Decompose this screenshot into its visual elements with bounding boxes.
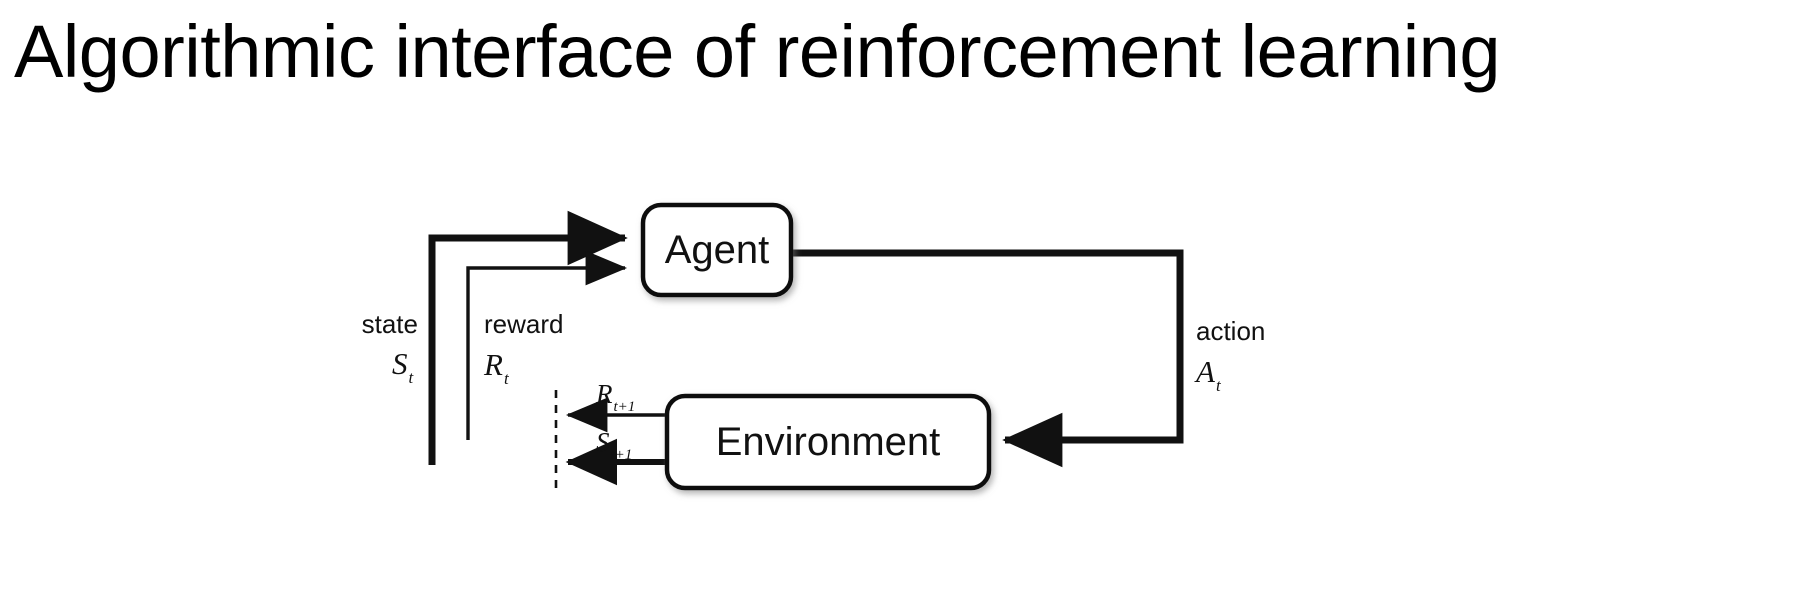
- page-title: Algorithmic interface of reinforcement l…: [14, 10, 1500, 93]
- action-label-text: action: [1196, 316, 1265, 346]
- environment-box-shape: [664, 393, 992, 491]
- label-reward-next: Rt+1: [595, 379, 635, 415]
- state-next-subscript: t+1: [611, 447, 633, 463]
- label-state: state St: [362, 309, 418, 387]
- state-symbol-subscript: t: [409, 368, 415, 387]
- environment-box-label: Environment: [716, 420, 941, 464]
- action-symbol-subscript: t: [1216, 376, 1222, 395]
- reward-symbol: Rt: [483, 347, 510, 388]
- reward-next-symbol: Rt+1: [595, 379, 635, 415]
- edge-reward-arrow: [466, 250, 628, 440]
- edge-state-arrow: [428, 210, 628, 465]
- state-next-symbol: St+1: [596, 427, 632, 463]
- agent-box-label: Agent: [665, 228, 770, 272]
- reward-next-subscript: t+1: [614, 399, 636, 415]
- rl-loop-diagram: Agent Environment state St reward Rt act…: [0, 150, 1820, 510]
- label-state-next: St+1: [596, 427, 632, 463]
- state-label-text: state: [362, 309, 418, 339]
- label-reward: reward Rt: [483, 309, 563, 388]
- reward-symbol-subscript: t: [504, 369, 510, 388]
- action-symbol: At: [1194, 354, 1222, 395]
- node-environment[interactable]: Environment: [664, 393, 992, 491]
- state-symbol: St: [392, 346, 415, 387]
- rl-loop-svg: Agent Environment state St reward Rt act…: [362, 202, 1265, 494]
- agent-box-shape: [640, 202, 794, 298]
- edge-action-arrow: [790, 249, 1184, 468]
- reward-label-text: reward: [484, 309, 563, 339]
- node-agent[interactable]: Agent: [640, 202, 794, 298]
- label-action: action At: [1194, 316, 1265, 395]
